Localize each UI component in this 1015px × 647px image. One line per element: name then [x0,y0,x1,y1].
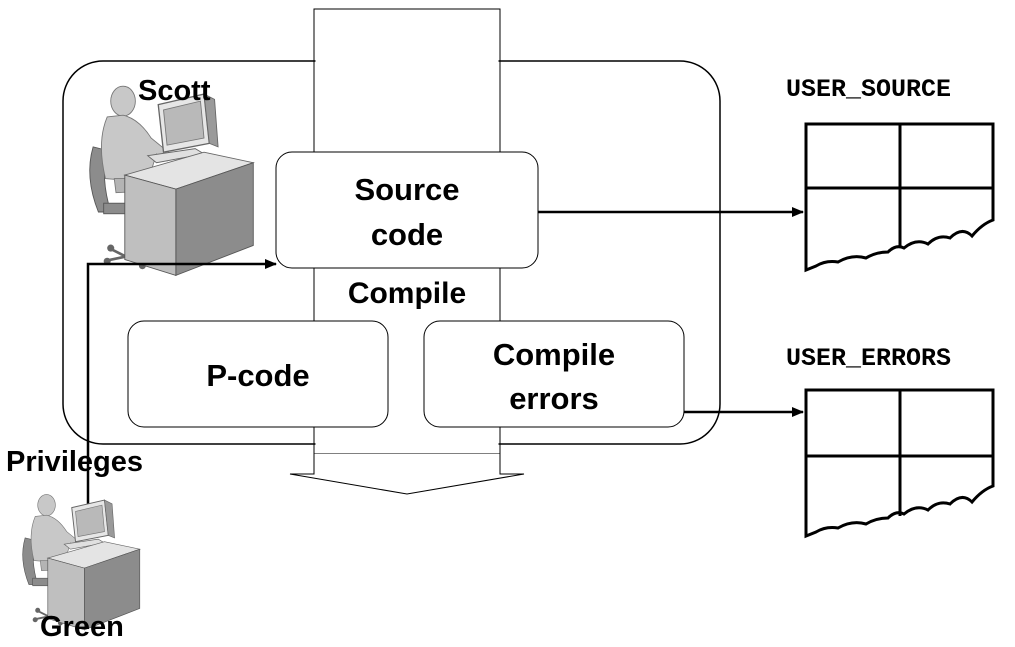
pcode-label: P-code [206,358,309,393]
privileges-label: Privileges [6,446,143,478]
compile-label: Compile [348,277,466,310]
source-code-label-line2: code [371,217,443,252]
user-source-label: USER_SOURCE [786,75,951,104]
user-at-computer-icon [87,84,256,278]
compile-errors-box [423,320,685,428]
user-errors-label: USER_ERRORS [786,344,951,373]
pcode-box [127,320,389,428]
privileges-arrow [86,259,277,516]
compile-errors-label-line2: errors [509,381,599,416]
user-at-computer-icon [21,493,142,632]
compile-errors-label-line1: Compile [493,337,615,372]
output-arrow [289,454,525,495]
green-label: Green [40,611,124,642]
scott-label: Scott [138,75,211,107]
user-errors-table-icon [804,388,995,539]
source-code-box [275,151,539,269]
user-source-table-icon [804,122,995,273]
source-code-label-line1: Source [354,172,459,207]
